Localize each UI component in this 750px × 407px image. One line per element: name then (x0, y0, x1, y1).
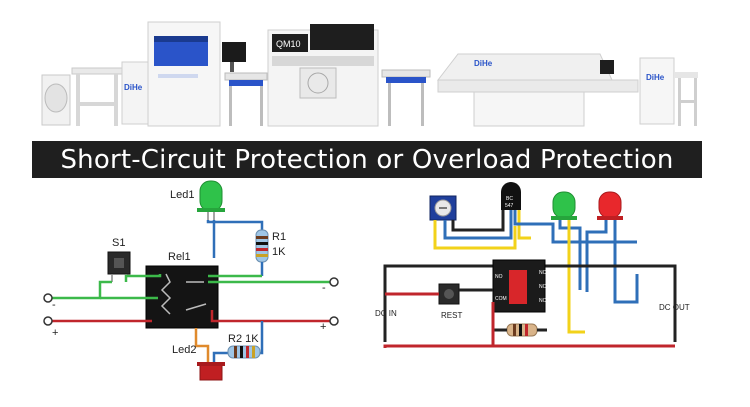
pick-place-model-label: QM10 (276, 39, 301, 49)
right-wiring-diagram: BC 547 NC NO COM NC NO REST (375, 182, 690, 348)
minus-left-label: - (52, 299, 56, 311)
unloader-brand-label: DiHe (646, 73, 665, 82)
unloader-machine: DiHe (639, 57, 698, 126)
title-bar: Short-Circuit Protection or Overload Pro… (32, 141, 702, 178)
r1-value-label: 1K (272, 246, 286, 258)
printer-brand-label: DiHe (124, 83, 143, 92)
transistor-type-label: BC (506, 196, 513, 202)
relay-pin-4: NC (539, 298, 547, 304)
bc547-transistor: BC 547 (501, 182, 521, 210)
led1-label: Led1 (170, 189, 194, 201)
smt-line-banner: DiHe QM10 (0, 0, 750, 135)
relay-pin-3: COM (495, 296, 507, 302)
r2-label: R2 1K (228, 333, 259, 345)
s1-label: S1 (112, 237, 125, 249)
rest-label: REST (441, 311, 462, 320)
relay-module: NC NO COM NC NO (492, 259, 547, 313)
potentiometer (429, 195, 457, 221)
led2-component (197, 362, 225, 381)
led1-component (197, 180, 225, 220)
left-schematic: Led1 R1 1K S1 Rel1 - + - + (43, 180, 339, 381)
conveyor-2 (381, 69, 431, 126)
bottom-resistor (506, 323, 538, 337)
plus-right-label: + (320, 321, 326, 333)
relay-pin-5: NO (495, 274, 503, 280)
relay-pin-2: NO (539, 284, 547, 290)
printer-machine: DiHe (121, 21, 246, 127)
minus-right-label: - (322, 282, 326, 294)
plus-left-label: + (52, 327, 58, 339)
dc-out-label: DC OUT (659, 303, 690, 312)
loader-machine (41, 67, 123, 126)
r2-resistor (227, 345, 261, 359)
led2-label: Led2 (172, 344, 196, 356)
smt-machines-illustration: DiHe QM10 (41, 21, 698, 127)
relay-pin-1: NC (539, 270, 547, 276)
reset-button (438, 283, 460, 305)
transistor-number-label: 547 (505, 203, 514, 209)
reflow-oven: DiHe (436, 53, 639, 127)
page-title: Short-Circuit Protection or Overload Pro… (60, 144, 674, 175)
rel1-label: Rel1 (168, 251, 191, 263)
green-led (551, 191, 577, 220)
red-led (597, 191, 623, 220)
oven-brand-label: DiHe (474, 59, 493, 68)
r1-resistor (255, 229, 269, 263)
dc-in-label: DC IN (375, 309, 397, 318)
r1-label: R1 (272, 231, 286, 243)
conveyor-1 (224, 72, 268, 126)
pick-place-machine: QM10 (267, 24, 379, 127)
